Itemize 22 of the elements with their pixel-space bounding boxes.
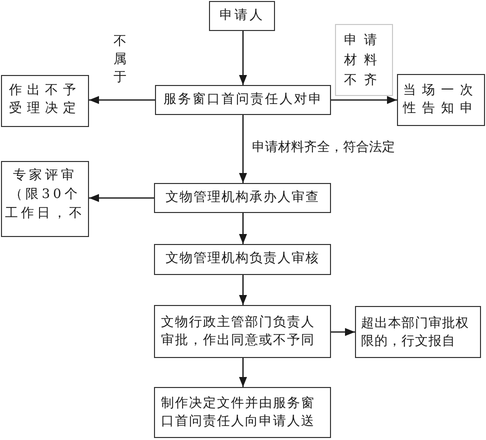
arrow: [239, 31, 247, 85]
arrow: [331, 96, 397, 104]
edge-label: 申请材料齐全，符合法定: [252, 141, 395, 155]
process-box: 当场一次性告知申: [397, 74, 485, 126]
process-box: 申请人: [209, 1, 275, 31]
arrow: [239, 213, 247, 244]
process-box: 作出不予受理决定: [1, 75, 89, 127]
process-box: 超出本部门审批权限的，行文报自: [355, 306, 481, 358]
arrow: [331, 328, 355, 336]
arrow: [239, 358, 247, 387]
process-box: 文物管理机构负责人审核: [154, 244, 331, 275]
edge-label: 申请材料不齐: [335, 24, 393, 96]
process-box: 文物行政主管部门负责人审批，作出同意或不予同: [154, 305, 331, 358]
process-box: 服务窗口首问责任人对申: [155, 85, 331, 115]
process-box: 专家评审（限30个工作日，不: [1, 161, 89, 237]
arrow: [239, 275, 247, 305]
process-box: 文物管理机构承办人审查: [154, 183, 331, 213]
edge-label: 不属于: [112, 33, 128, 87]
arrow: [89, 194, 154, 202]
arrow: [239, 115, 247, 183]
process-box: 制作决定文件并由服务窗口首问责任人向申请人送: [154, 387, 331, 438]
arrow: [89, 96, 155, 104]
